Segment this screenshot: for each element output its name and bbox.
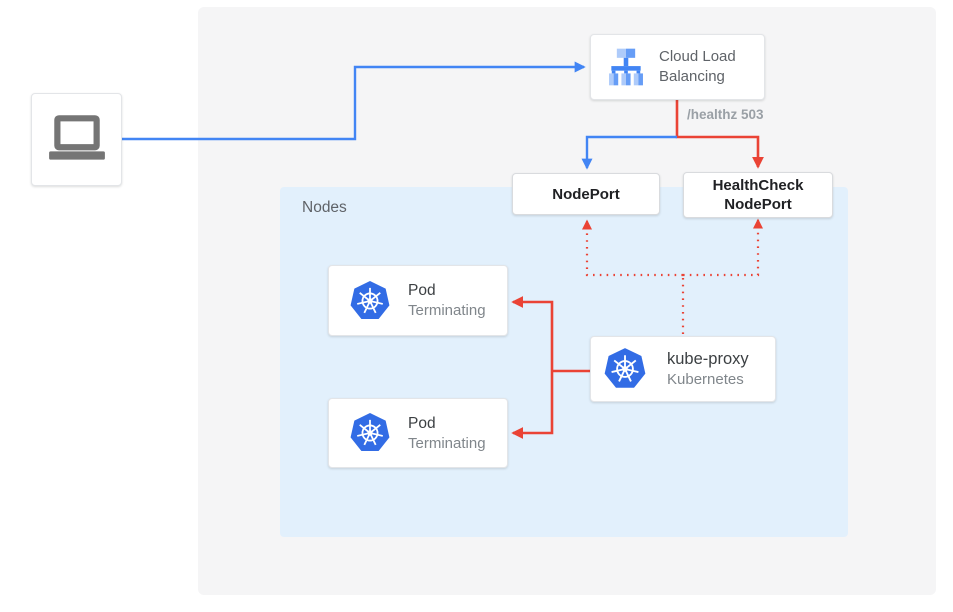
cloud-load-balancing-label: Cloud Load Balancing — [659, 48, 736, 85]
cloud-load-balancing-node: Cloud Load Balancing — [590, 34, 765, 100]
pod-title: Pod — [408, 282, 436, 299]
pod-node-2: Pod Terminating — [328, 398, 508, 468]
kube-proxy-node: kube-proxy Kubernetes — [590, 336, 776, 402]
kubernetes-icon — [350, 413, 390, 451]
client-node — [31, 93, 122, 186]
healthcheck-nodeport-label: HealthCheck NodePort — [712, 177, 804, 213]
healthcheck-nodeport-node: HealthCheck NodePort — [683, 172, 833, 218]
pod-status: Terminating — [408, 302, 486, 319]
healthz-status-label: /healthz 503 — [687, 107, 764, 122]
kube-proxy-title: kube-proxy — [667, 349, 749, 368]
pod-node-1: Pod Terminating — [328, 265, 508, 336]
nodeport-node: NodePort — [512, 173, 660, 215]
kubernetes-icon — [350, 280, 390, 319]
nodes-panel-label: Nodes — [302, 199, 347, 216]
cloud-load-balancing-icon — [609, 48, 643, 86]
kubernetes-icon — [604, 348, 646, 388]
kube-proxy-subtitle: Kubernetes — [667, 370, 744, 388]
pod-title: Pod — [408, 414, 436, 432]
nodeport-label: NodePort — [552, 185, 620, 203]
pod-status: Terminating — [408, 434, 486, 452]
laptop-icon — [48, 114, 105, 160]
